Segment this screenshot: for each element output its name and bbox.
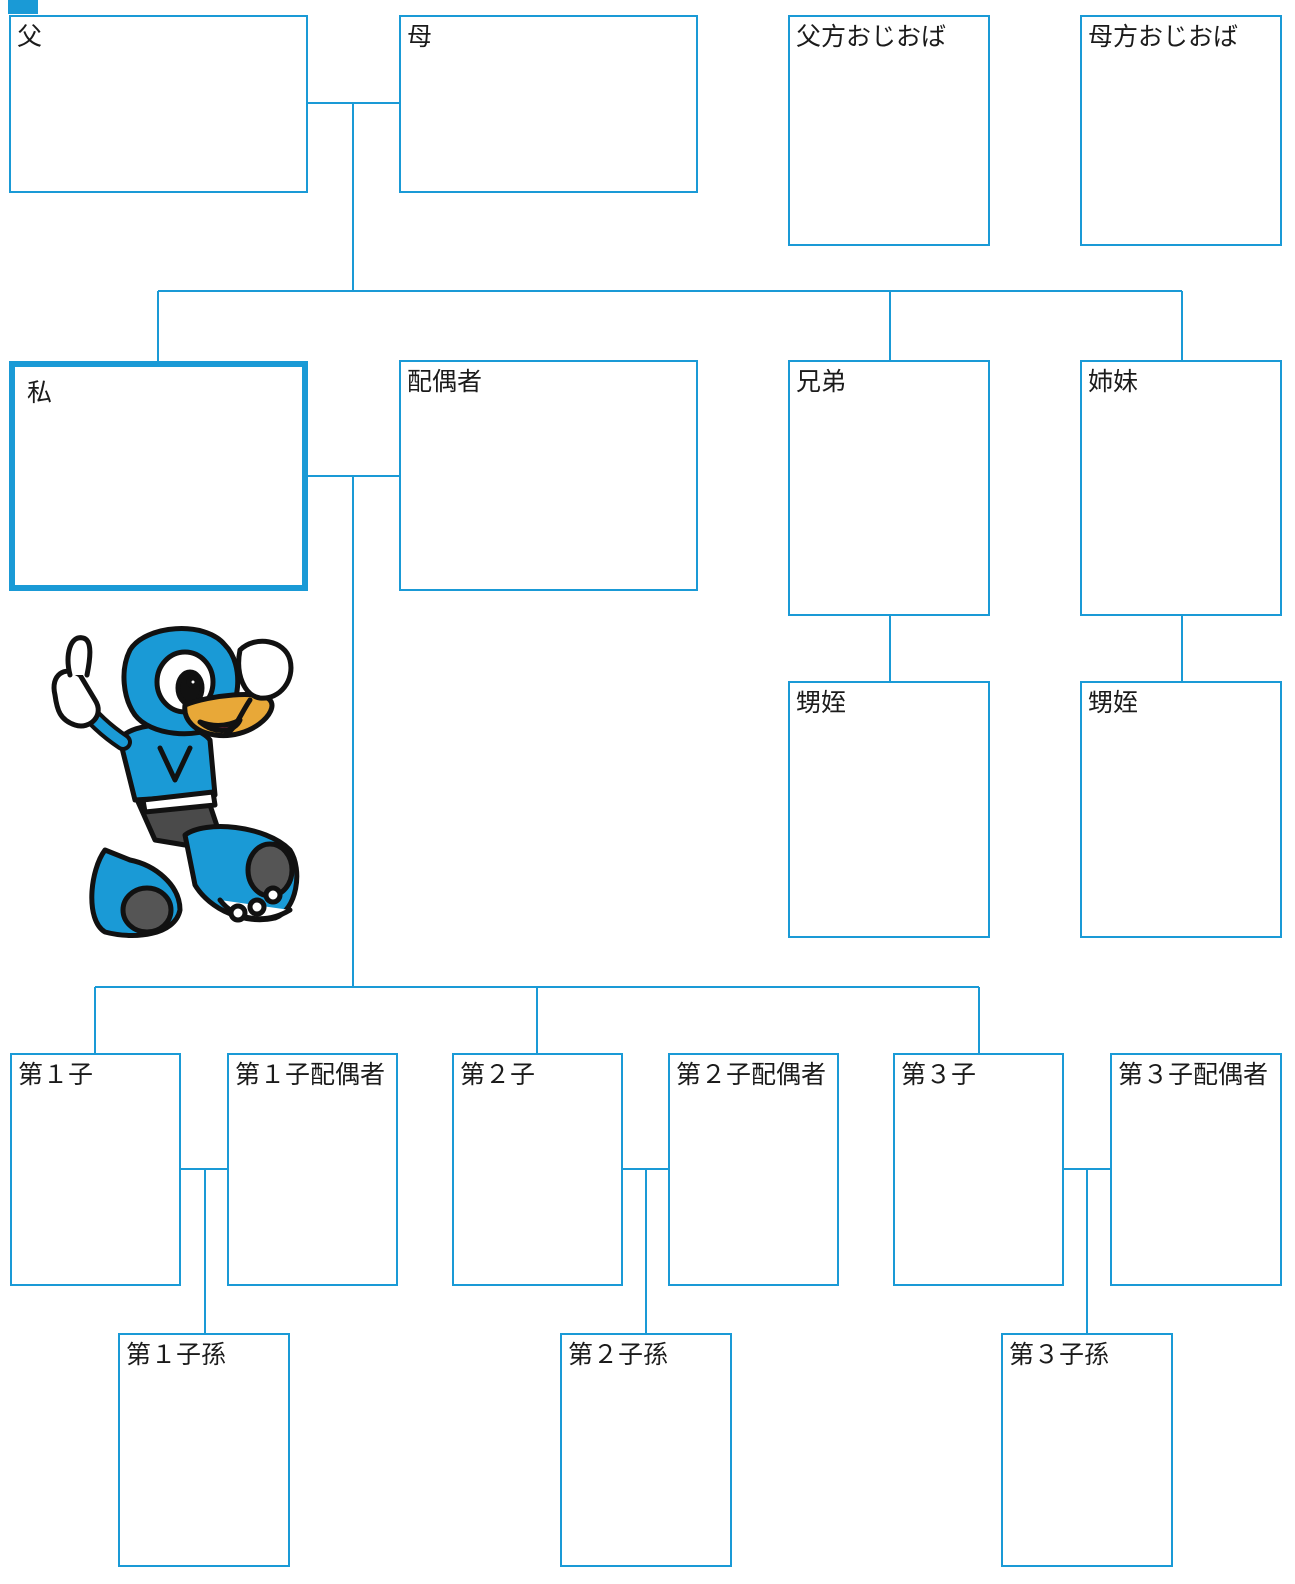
box-nephew-niece-1: 甥姪 bbox=[788, 681, 990, 938]
label-me: 私 bbox=[27, 377, 52, 409]
box-paternal-uncle-aunt: 父方おじおば bbox=[788, 15, 990, 246]
box-child-1: 第１子 bbox=[10, 1053, 181, 1286]
label-maternal-uncle-aunt: 母方おじおば bbox=[1088, 21, 1238, 53]
label-child-1: 第１子 bbox=[18, 1059, 93, 1091]
box-child-3: 第３子 bbox=[893, 1053, 1064, 1286]
box-mother: 母 bbox=[399, 15, 698, 193]
box-maternal-uncle-aunt: 母方おじおば bbox=[1080, 15, 1282, 246]
box-child-3-spouse: 第３子配偶者 bbox=[1110, 1053, 1282, 1286]
label-nephew-niece-1: 甥姪 bbox=[796, 687, 846, 719]
box-child-1-spouse: 第１子配偶者 bbox=[227, 1053, 398, 1286]
label-nephew-niece-2: 甥姪 bbox=[1088, 687, 1138, 719]
label-brothers: 兄弟 bbox=[796, 366, 846, 398]
label-child-2: 第２子 bbox=[460, 1059, 535, 1091]
box-grandchild-3: 第３子孫 bbox=[1001, 1333, 1173, 1567]
label-child-2-spouse: 第２子配偶者 bbox=[676, 1059, 826, 1091]
label-mother: 母 bbox=[407, 21, 432, 53]
label-grandchild-1: 第１子孫 bbox=[126, 1339, 226, 1371]
box-spouse: 配偶者 bbox=[399, 360, 698, 591]
label-grandchild-3: 第３子孫 bbox=[1009, 1339, 1109, 1371]
label-father: 父 bbox=[17, 21, 42, 53]
box-me: 私 bbox=[9, 361, 308, 591]
label-child-3: 第３子 bbox=[901, 1059, 976, 1091]
mascot-character-icon bbox=[35, 620, 310, 960]
box-grandchild-1: 第１子孫 bbox=[118, 1333, 290, 1567]
box-child-2: 第２子 bbox=[452, 1053, 623, 1286]
box-father: 父 bbox=[9, 15, 308, 193]
label-child-1-spouse: 第１子配偶者 bbox=[235, 1059, 385, 1091]
box-nephew-niece-2: 甥姪 bbox=[1080, 681, 1282, 938]
box-brothers: 兄弟 bbox=[788, 360, 990, 616]
box-child-2-spouse: 第２子配偶者 bbox=[668, 1053, 839, 1286]
label-paternal-uncle-aunt: 父方おじおば bbox=[796, 21, 946, 53]
label-grandchild-2: 第２子孫 bbox=[568, 1339, 668, 1371]
box-sisters: 姉妹 bbox=[1080, 360, 1282, 616]
label-child-3-spouse: 第３子配偶者 bbox=[1118, 1059, 1268, 1091]
box-grandchild-2: 第２子孫 bbox=[560, 1333, 732, 1567]
label-sisters: 姉妹 bbox=[1088, 366, 1138, 398]
label-spouse: 配偶者 bbox=[407, 366, 482, 398]
